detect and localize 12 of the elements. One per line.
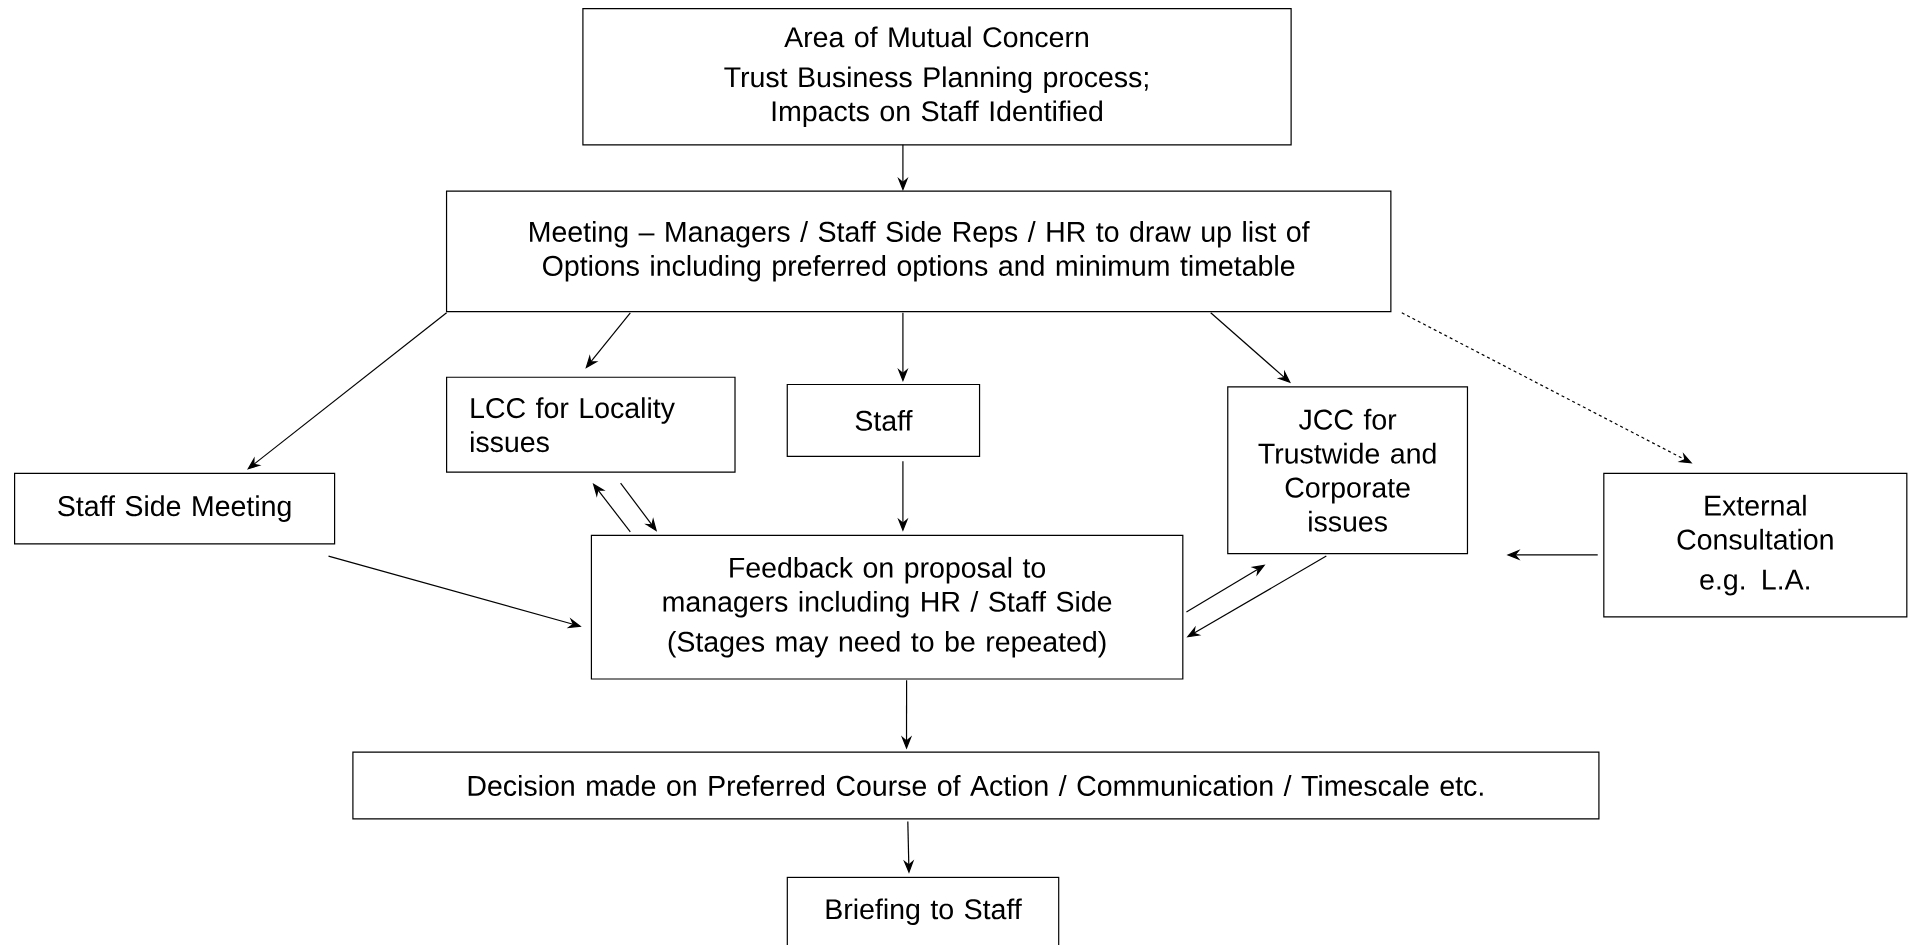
process-box: Staff Side Meeting — [14, 472, 336, 545]
arrow — [247, 312, 448, 470]
process-box: LCC for Locality issues — [446, 376, 736, 473]
process-box: Feedback on proposal to managers including HR / Staff Side (Stages may need to be repeated) — [590, 534, 1184, 680]
process-box: Area of Mutual Concern Trust Business Planning process; Impacts on Staff Identified — [582, 7, 1292, 146]
process-box: External Consultation e.g. L.A. — [1603, 472, 1908, 618]
process-box: Staff — [786, 383, 981, 457]
process-box: Decision made on Preferred Course of Action / Communication / Timescale etc. — [352, 751, 1600, 820]
process-box: JCC for Trustwide and Corporate issues — [1227, 386, 1469, 555]
process-box: Briefing to Staff — [786, 876, 1060, 945]
process-box: Meeting – Managers / Staff Side Reps / HR to draw up list of Options including preferred options and minimum timetable — [445, 190, 1392, 313]
arrow — [585, 312, 631, 369]
